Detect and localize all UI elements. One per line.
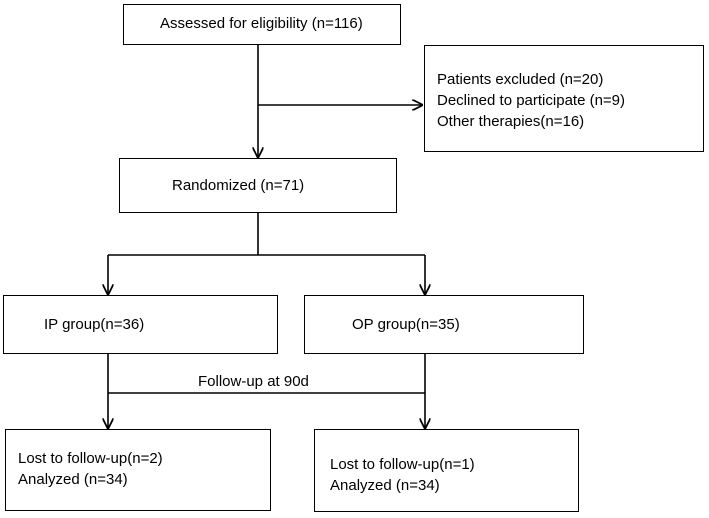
op-group-label: OP group(n=35): [352, 316, 460, 333]
ip-outcome-line-2: Analyzed (n=34): [18, 471, 128, 488]
ip-outcome-box: Lost to follow-up(n=2) Analyzed (n=34): [5, 429, 271, 511]
op-outcome-line-2: Analyzed (n=34): [330, 477, 440, 494]
excluded-line-2: Declined to participate (n=9): [437, 92, 626, 109]
excluded-box: Patients excluded (n=20) Declined to par…: [424, 45, 704, 152]
randomized-label: Randomized (n=71): [172, 177, 305, 194]
excluded-line-1: Patients excluded (n=20): [437, 71, 604, 88]
op-group-box: OP group(n=35): [304, 295, 584, 354]
ip-outcome-line-1: Lost to follow-up(n=2): [18, 450, 163, 467]
assessed-box: Assessed for eligibility (n=116): [123, 4, 401, 45]
followup-label: Follow-up at 90d: [198, 373, 309, 390]
op-outcome-box: Lost to follow-up(n=1) Analyzed (n=34): [314, 429, 579, 512]
assessed-label: Assessed for eligibility (n=116): [160, 15, 363, 32]
op-outcome-line-1: Lost to follow-up(n=1): [330, 456, 475, 473]
ip-group-box: IP group(n=36): [3, 295, 278, 354]
ip-group-label: IP group(n=36): [44, 316, 145, 333]
randomized-box: Randomized (n=71): [119, 158, 397, 213]
excluded-line-3: Other therapies(n=16): [437, 113, 585, 130]
